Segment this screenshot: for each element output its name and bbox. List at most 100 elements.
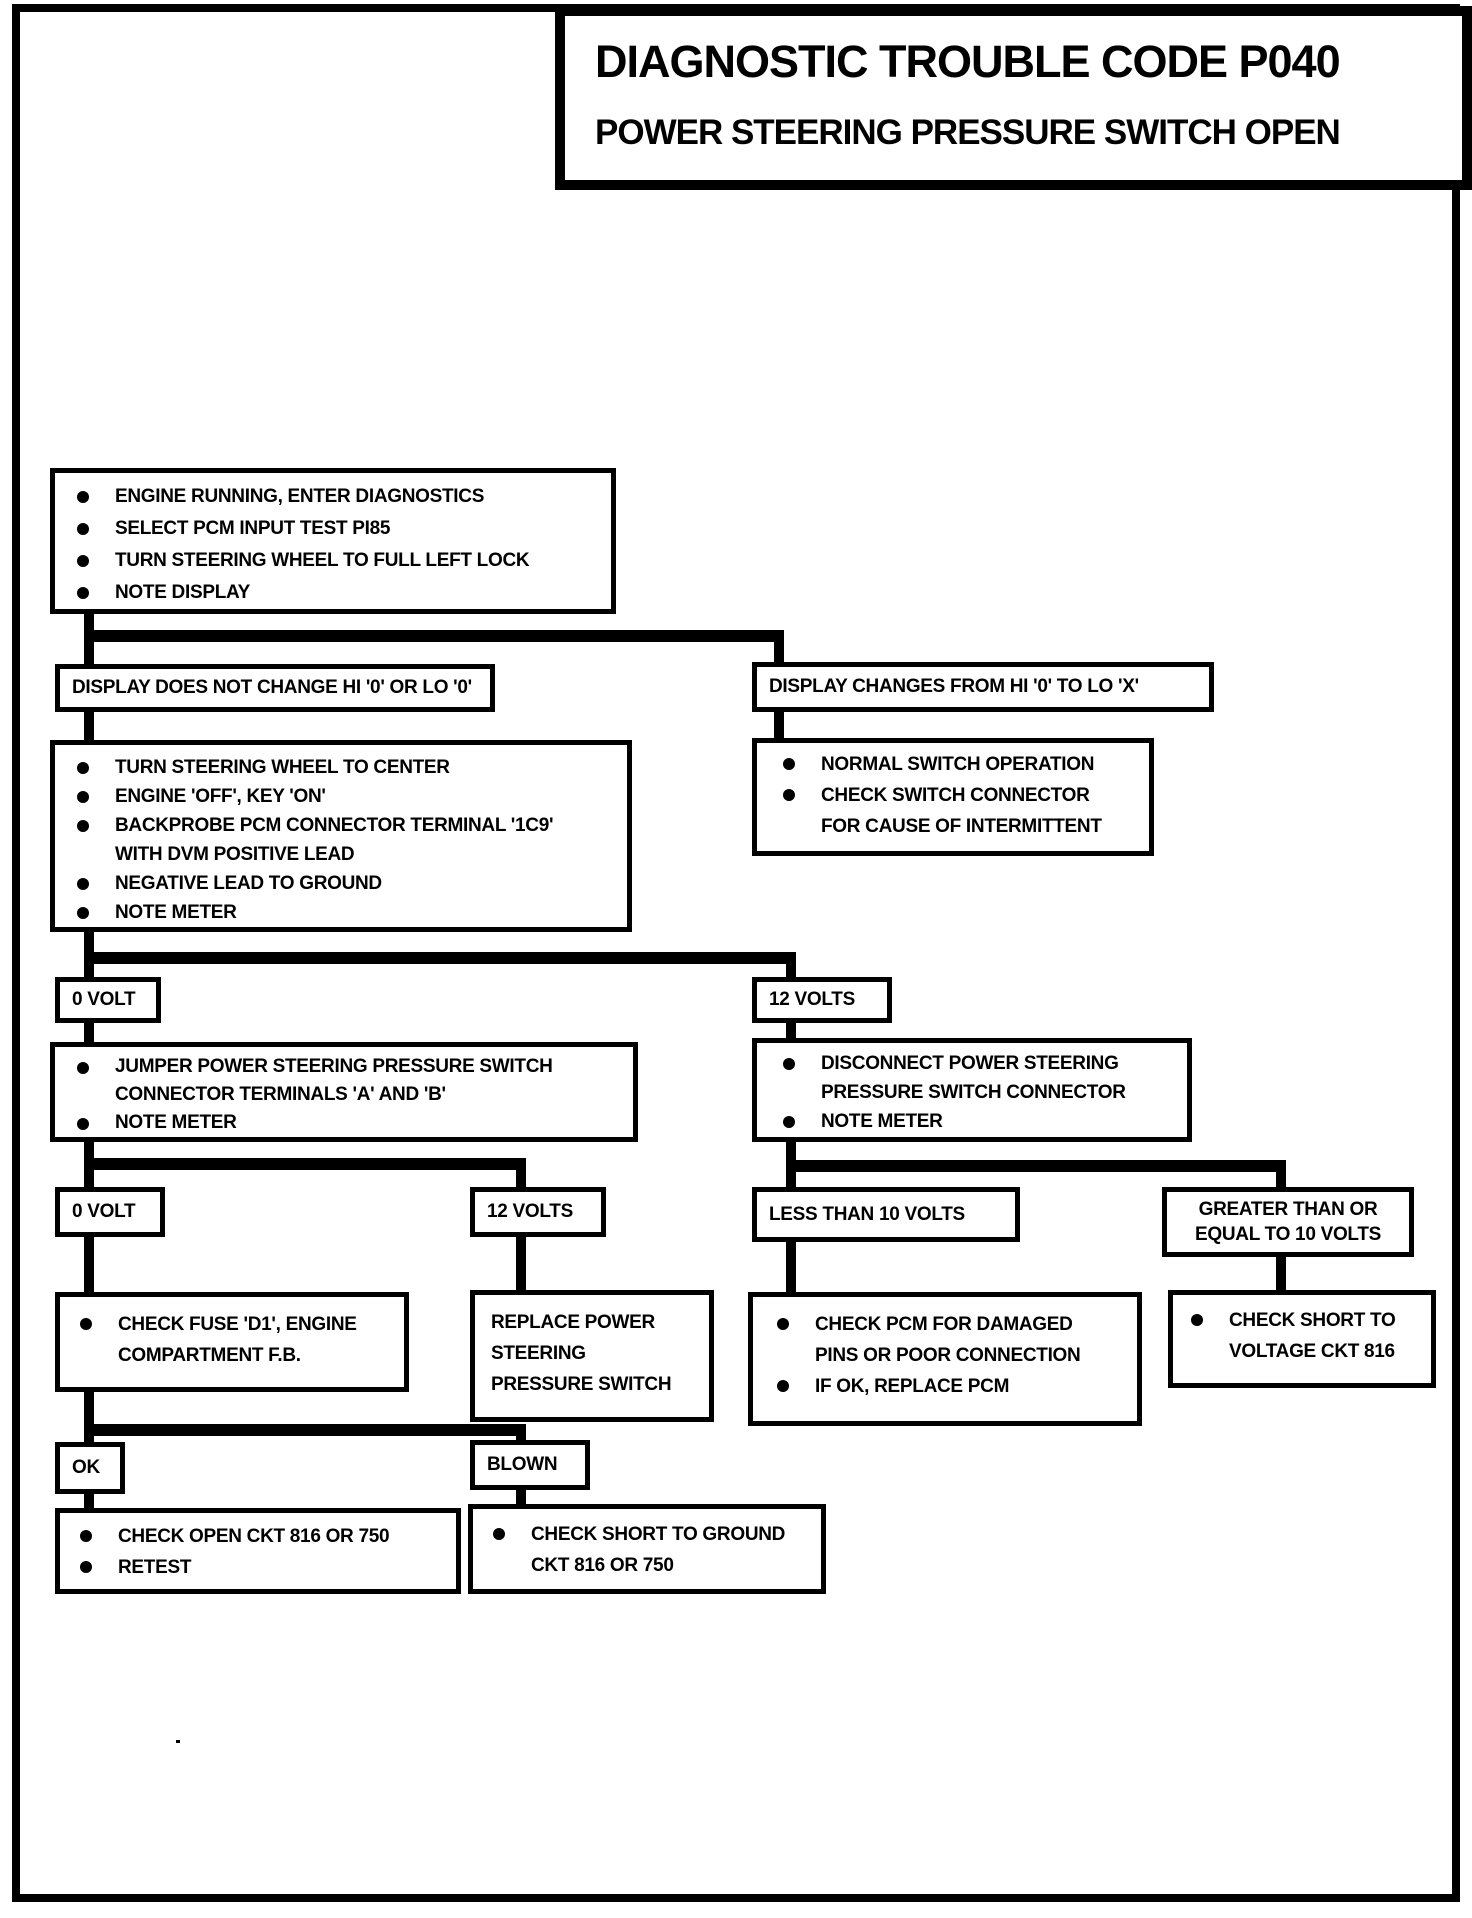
bullet-item: NOTE DISPLAY <box>77 577 603 609</box>
bullet-text: CHECK FUSE 'D1', ENGINE COMPARTMENT F.B. <box>118 1314 357 1366</box>
check-pcm-box: CHECK PCM FOR DAMAGED PINS OR POOR CONNE… <box>748 1292 1142 1426</box>
decision-label-blown: BLOWN <box>470 1440 590 1490</box>
bullet-item: NOTE METER <box>77 898 619 927</box>
bullet-icon <box>77 491 89 503</box>
decision-label-ok: OK <box>55 1442 125 1494</box>
check-short-ground-box: CHECK SHORT TO GROUND CKT 816 OR 750 <box>468 1504 826 1594</box>
bullet-icon <box>777 1318 789 1330</box>
decision-label-0-volt-first: 0 VOLT <box>55 977 161 1023</box>
bullet-item: NEGATIVE LEAD TO GROUND <box>77 869 619 898</box>
connector-split-1-right-down <box>774 630 784 668</box>
bullet-icon <box>80 1530 92 1542</box>
bullet-text: RETEST <box>118 1557 192 1578</box>
connector-gte10-down <box>1276 1255 1286 1293</box>
bullet-text: SELECT PCM INPUT TEST PI85 <box>115 518 391 539</box>
bullet-icon <box>77 762 89 774</box>
bullet-item: TURN STEERING WHEEL TO CENTER <box>77 753 619 782</box>
bullet-icon <box>80 1561 92 1573</box>
bullet-text: TURN STEERING WHEEL TO FULL LEFT LOCK <box>115 550 530 571</box>
check-short-voltage-box: CHECK SHORT TO VOLTAGE CKT 816 <box>1168 1290 1436 1388</box>
connector-ok-down <box>84 1492 94 1510</box>
bullet-text: CHECK SWITCH CONNECTOR FOR CAUSE OF INTE… <box>821 785 1102 837</box>
bullet-item: ENGINE RUNNING, ENTER DIAGNOSTICS <box>77 481 603 513</box>
decision-label-display-no-change: DISPLAY DOES NOT CHANGE HI '0' OR LO '0' <box>55 664 495 712</box>
bullet-icon <box>80 1318 92 1330</box>
connector-volt0-1-down <box>84 1021 94 1045</box>
bullet-item: SELECT PCM INPUT TEST PI85 <box>77 513 603 545</box>
bullet-icon <box>783 1058 795 1070</box>
bullet-text: TURN STEERING WHEEL TO CENTER <box>115 757 450 778</box>
bullet-text: BACKPROBE PCM CONNECTOR TERMINAL '1C9' W… <box>115 815 554 865</box>
bullet-text: NORMAL SWITCH OPERATION <box>821 754 1095 775</box>
connector-split-5-right-down <box>516 1424 526 1444</box>
bullet-text: JUMPER POWER STEERING PRESSURE SWITCH CO… <box>115 1056 553 1105</box>
bullet-item: TURN STEERING WHEEL TO FULL LEFT LOCK <box>77 545 603 577</box>
bullet-icon <box>77 791 89 803</box>
bullet-item: CHECK SHORT TO VOLTAGE CKT 816 <box>1191 1305 1427 1367</box>
connector-nochange-down <box>84 710 94 744</box>
bullet-item: JUMPER POWER STEERING PRESSURE SWITCH CO… <box>77 1053 625 1109</box>
normal-switch-box: NORMAL SWITCH OPERATION CHECK SWITCH CON… <box>752 738 1154 856</box>
connector-split-2-horizontal <box>84 952 796 964</box>
scan-artifact-dot <box>176 1740 180 1743</box>
connector-changes-down <box>774 710 784 742</box>
check-open-ckt-box: CHECK OPEN CKT 816 OR 750 RETEST <box>55 1508 461 1594</box>
bullet-icon <box>493 1528 505 1540</box>
decision-label-0-volt-second: 0 VOLT <box>55 1187 165 1237</box>
bullet-icon <box>783 758 795 770</box>
bullet-item: CHECK FUSE 'D1', ENGINE COMPARTMENT F.B. <box>80 1309 398 1371</box>
box-text: REPLACE POWER STEERING PRESSURE SWITCH <box>491 1312 672 1395</box>
bullet-text: CHECK PCM FOR DAMAGED PINS OR POOR CONNE… <box>815 1314 1081 1366</box>
decision-label-gte-10-volts: GREATER THAN OR EQUAL TO 10 VOLTS <box>1162 1187 1414 1257</box>
bullet-icon <box>77 1062 89 1074</box>
backprobe-box: TURN STEERING WHEEL TO CENTER ENGINE 'OF… <box>50 740 632 932</box>
bullet-text: ENGINE 'OFF', KEY 'ON' <box>115 786 326 807</box>
connector-volt0-2-down <box>84 1235 94 1295</box>
bullet-text: ENGINE RUNNING, ENTER DIAGNOSTICS <box>115 486 485 507</box>
connector-split-2-right-down <box>786 952 796 980</box>
bullet-icon <box>777 1380 789 1392</box>
decision-label-12-volts-first: 12 VOLTS <box>752 977 892 1023</box>
bullet-item: ENGINE 'OFF', KEY 'ON' <box>77 782 619 811</box>
bullet-text: CHECK SHORT TO GROUND CKT 816 OR 750 <box>531 1524 786 1576</box>
title-box: DIAGNOSTIC TROUBLE CODE P040 POWER STEER… <box>555 6 1472 190</box>
connector-split-3-horizontal <box>84 1158 526 1170</box>
bullet-icon <box>77 523 89 535</box>
bullet-item: CHECK SWITCH CONNECTOR FOR CAUSE OF INTE… <box>783 780 1143 842</box>
bullet-item: RETEST <box>80 1552 450 1583</box>
connector-volts12-1-down <box>786 1021 796 1041</box>
decision-label-less-than-10-volts: LESS THAN 10 VOLTS <box>752 1187 1020 1242</box>
bullet-icon <box>77 1118 89 1130</box>
connector-less10-down <box>786 1240 796 1295</box>
bullet-icon <box>1191 1314 1203 1326</box>
check-fuse-box: CHECK FUSE 'D1', ENGINE COMPARTMENT F.B. <box>55 1292 409 1392</box>
bullet-icon <box>77 878 89 890</box>
connector-split-4-horizontal <box>786 1160 1286 1172</box>
bullet-text: NOTE METER <box>115 902 237 923</box>
bullet-item: CHECK OPEN CKT 816 OR 750 <box>80 1521 450 1552</box>
bullet-text: NOTE DISPLAY <box>115 582 251 603</box>
bullet-item: IF OK, REPLACE PCM <box>777 1371 1131 1402</box>
bullet-icon <box>783 1116 795 1128</box>
bullet-item: DISCONNECT POWER STEERING PRESSURE SWITC… <box>783 1049 1181 1107</box>
connector-split-1-horizontal <box>84 630 784 642</box>
decision-label-12-volts-second: 12 VOLTS <box>470 1187 606 1237</box>
connector-blown-down <box>516 1488 526 1506</box>
connector-fuse-down <box>84 1390 94 1444</box>
bullet-item: NORMAL SWITCH OPERATION <box>783 749 1143 780</box>
bullet-text: DISCONNECT POWER STEERING PRESSURE SWITC… <box>821 1053 1126 1103</box>
disconnect-box: DISCONNECT POWER STEERING PRESSURE SWITC… <box>752 1038 1192 1142</box>
bullet-item: NOTE METER <box>77 1109 625 1137</box>
bullet-icon <box>77 820 89 832</box>
page-subtitle: POWER STEERING PRESSURE SWITCH OPEN <box>595 113 1341 152</box>
connector-split-3-right-down <box>516 1158 526 1190</box>
bullet-icon <box>783 789 795 801</box>
bullet-text: CHECK OPEN CKT 816 OR 750 <box>118 1526 390 1547</box>
bullet-text: NOTE METER <box>115 1112 237 1133</box>
bullet-item: BACKPROBE PCM CONNECTOR TERMINAL '1C9' W… <box>77 811 619 869</box>
connector-volts12-2-down <box>516 1235 526 1293</box>
page-title: DIAGNOSTIC TROUBLE CODE P040 <box>595 36 1341 87</box>
bullet-icon <box>77 907 89 919</box>
start-box: ENGINE RUNNING, ENTER DIAGNOSTICS SELECT… <box>50 468 616 614</box>
